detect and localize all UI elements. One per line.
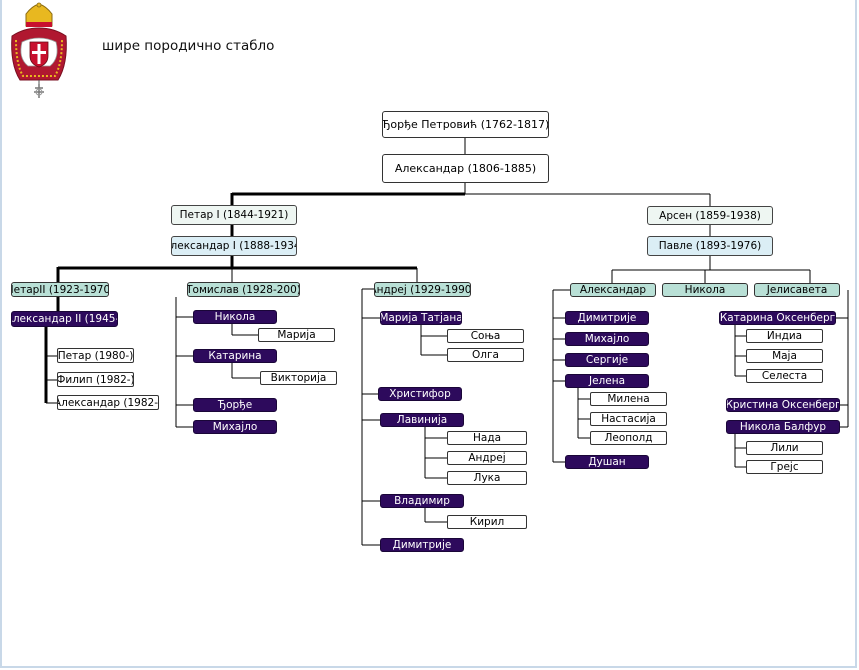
node-mihajlo-t[interactable]: Михајло	[193, 420, 277, 434]
node-jelena[interactable]: Јелена	[565, 374, 649, 388]
node-nastasija[interactable]: Настасија	[590, 412, 667, 426]
node-dusan[interactable]: Душан	[565, 455, 649, 469]
node-sonja[interactable]: Соња	[447, 329, 524, 343]
node-maja[interactable]: Маја	[746, 349, 823, 363]
node-sergije[interactable]: Сергије	[565, 353, 649, 367]
node-lili[interactable]: Лили	[746, 441, 823, 455]
node-nikola-r[interactable]: Никола	[662, 283, 748, 297]
node-lavinija[interactable]: Лавинија	[380, 413, 464, 427]
node-dimitrije-a[interactable]: Димитрије	[380, 538, 464, 552]
node-grejs[interactable]: Грејс	[746, 460, 823, 474]
node-arsen[interactable]: Арсен (1859-1938)	[647, 206, 773, 225]
node-katarina-oksenberg[interactable]: Катарина Оксенберг	[719, 311, 836, 325]
node-andrej-child[interactable]: Андреј	[447, 451, 527, 465]
node-aleksandar-ii[interactable]: Александар II (1945-)	[11, 311, 118, 327]
node-vladimir[interactable]: Владимир	[380, 494, 464, 508]
node-djordje-t[interactable]: Ђорђе	[193, 398, 277, 412]
node-luka[interactable]: Лука	[447, 471, 527, 485]
node-nada[interactable]: Нада	[447, 431, 527, 445]
node-dimitrije-r[interactable]: Димитрије	[565, 311, 649, 325]
node-kiril[interactable]: Кирил	[447, 515, 527, 529]
node-aleksandar-r[interactable]: Александар	[570, 283, 656, 297]
node-tomislav[interactable]: Томислав (1928-200)	[187, 282, 300, 297]
node-petar-i[interactable]: Петар I (1844-1921)	[171, 205, 297, 225]
node-djordje-petrovic[interactable]: Ђорђе Петровић (1762-1817)	[382, 111, 549, 138]
node-olga[interactable]: Олга	[447, 348, 524, 362]
node-nikola-t[interactable]: Никола	[193, 310, 277, 324]
node-kristina-oksenberg[interactable]: Кристина Оксенберг	[726, 398, 840, 412]
node-pavle[interactable]: Павле (1893-1976)	[647, 236, 773, 256]
node-andrej[interactable]: Андреј (1929-1990)	[374, 282, 471, 297]
node-india[interactable]: Индиа	[746, 329, 823, 343]
node-aleksandar-1982[interactable]: Александар (1982-)	[57, 395, 159, 410]
node-hristifor[interactable]: Христифор	[378, 387, 462, 401]
node-jelisaveta[interactable]: Јелисавета	[754, 283, 840, 297]
node-aleksandar-i[interactable]: Александар I (1888-1934)	[171, 236, 297, 256]
page-title: шире породично стабло	[102, 38, 275, 54]
coat-of-arms-icon	[11, 2, 67, 98]
node-nikola-balfur[interactable]: Никола Балфур	[726, 420, 840, 434]
node-marija-tatjana[interactable]: Марија Татјана	[380, 311, 462, 325]
node-leopold[interactable]: Леополд	[590, 431, 667, 445]
node-aleksandar-1806[interactable]: Александар (1806-1885)	[382, 154, 549, 183]
node-viktorija[interactable]: Викторија	[260, 371, 337, 385]
node-mihajlo-r[interactable]: Михајло	[565, 332, 649, 346]
node-marija[interactable]: Марија	[258, 328, 335, 342]
node-selesta[interactable]: Селеста	[746, 369, 823, 383]
node-katarina-t[interactable]: Катарина	[193, 349, 277, 363]
node-milena[interactable]: Милена	[590, 392, 667, 406]
node-filip-1982[interactable]: Филип (1982-)	[57, 372, 134, 387]
node-petar-ii[interactable]: ПетарII (1923-1970)	[11, 282, 109, 297]
node-petar-1980[interactable]: Петар (1980-)	[57, 348, 134, 363]
